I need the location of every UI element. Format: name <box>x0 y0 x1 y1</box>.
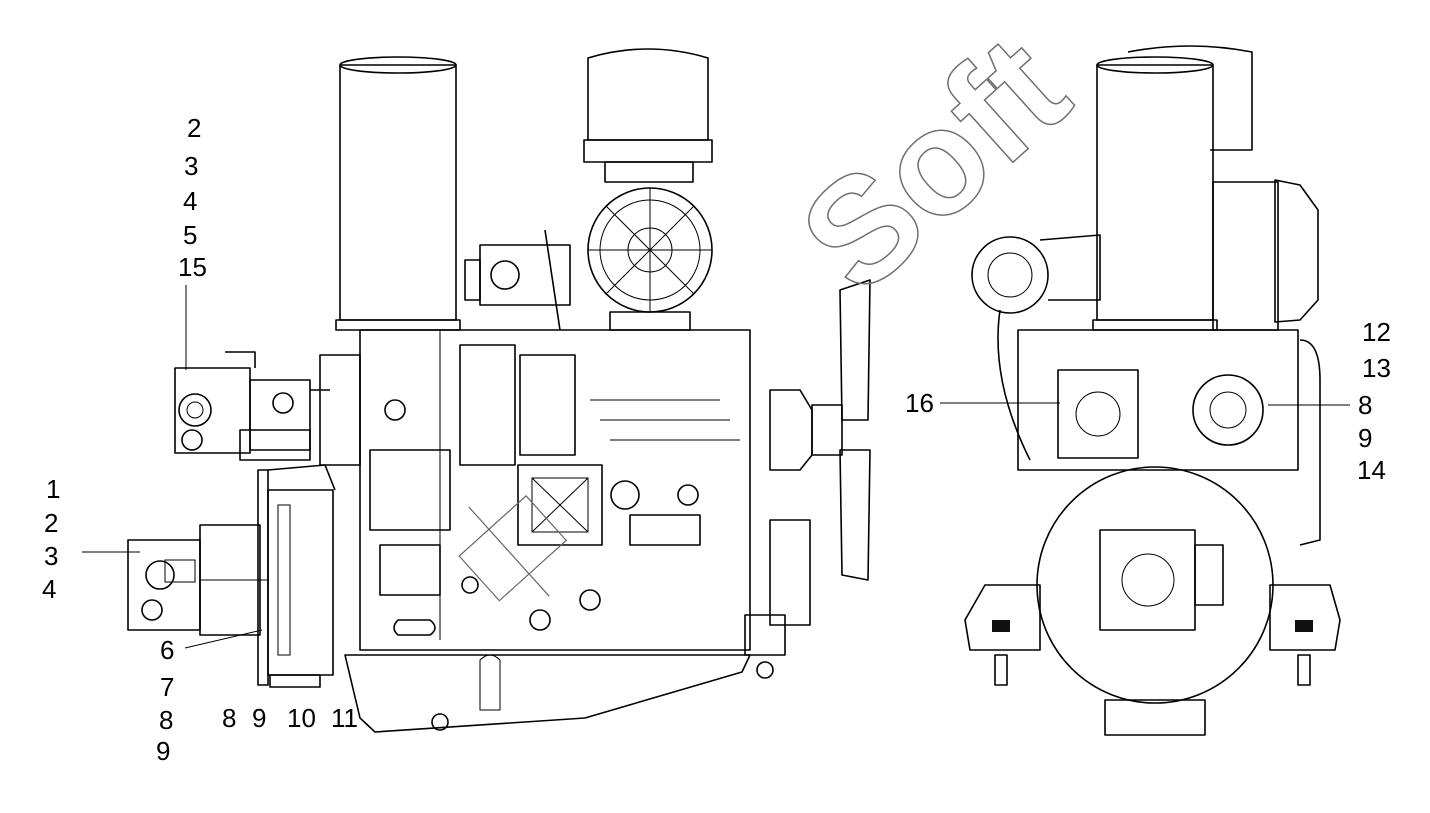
pre-cleaner-right <box>1127 45 1319 331</box>
callout-label: 1 <box>46 474 61 504</box>
callout-label: 2 <box>187 113 202 143</box>
callout-label: 9 <box>156 736 171 766</box>
air-cleaner-cylinder-right <box>1092 56 1218 331</box>
callout-label: 11 <box>331 703 358 733</box>
hydraulic-pump-lower <box>127 524 268 636</box>
callout-label: 2 <box>44 508 59 538</box>
callout-label: 6 <box>160 635 175 665</box>
intake-screen <box>587 187 713 331</box>
engine-block <box>359 329 751 651</box>
flywheel-disc <box>1036 466 1274 736</box>
hydraulic-pump-upper <box>174 351 330 461</box>
air-cleaner-cylinder-left <box>335 56 461 331</box>
callout-label: 5 <box>183 220 198 250</box>
callout-label: 8 <box>222 703 237 733</box>
callout-label: 15 <box>178 252 207 282</box>
callout-label: 4 <box>42 574 57 604</box>
right-engine-view <box>964 45 1341 736</box>
callout-label: 3 <box>184 151 199 181</box>
engine-front-block <box>1017 329 1321 546</box>
callout-label: 10 <box>287 703 316 733</box>
oil-pan <box>344 619 751 733</box>
callout-label: 8 <box>1358 390 1373 420</box>
callout-label: 8 <box>159 705 174 735</box>
callout-label: 16 <box>905 388 934 418</box>
callout-label: 12 <box>1362 317 1391 347</box>
callout-label: 13 <box>1362 353 1391 383</box>
turbo-manifold <box>464 229 571 331</box>
engine-mounts <box>964 584 1341 686</box>
watermark-outline <box>458 495 568 602</box>
leader-lines <box>82 285 1350 649</box>
callout-label: 9 <box>252 703 267 733</box>
flywheel-housing <box>257 354 361 688</box>
callout-label: 4 <box>183 186 198 216</box>
callout-label: 7 <box>160 672 175 702</box>
callout-label: 3 <box>44 541 59 571</box>
turbo-right <box>971 234 1101 461</box>
callout-label: 9 <box>1358 423 1373 453</box>
pre-cleaner-dome <box>583 48 713 183</box>
left-engine-view <box>127 48 871 733</box>
callout-label: 14 <box>1357 455 1386 485</box>
front-pulley-fan <box>744 279 871 679</box>
